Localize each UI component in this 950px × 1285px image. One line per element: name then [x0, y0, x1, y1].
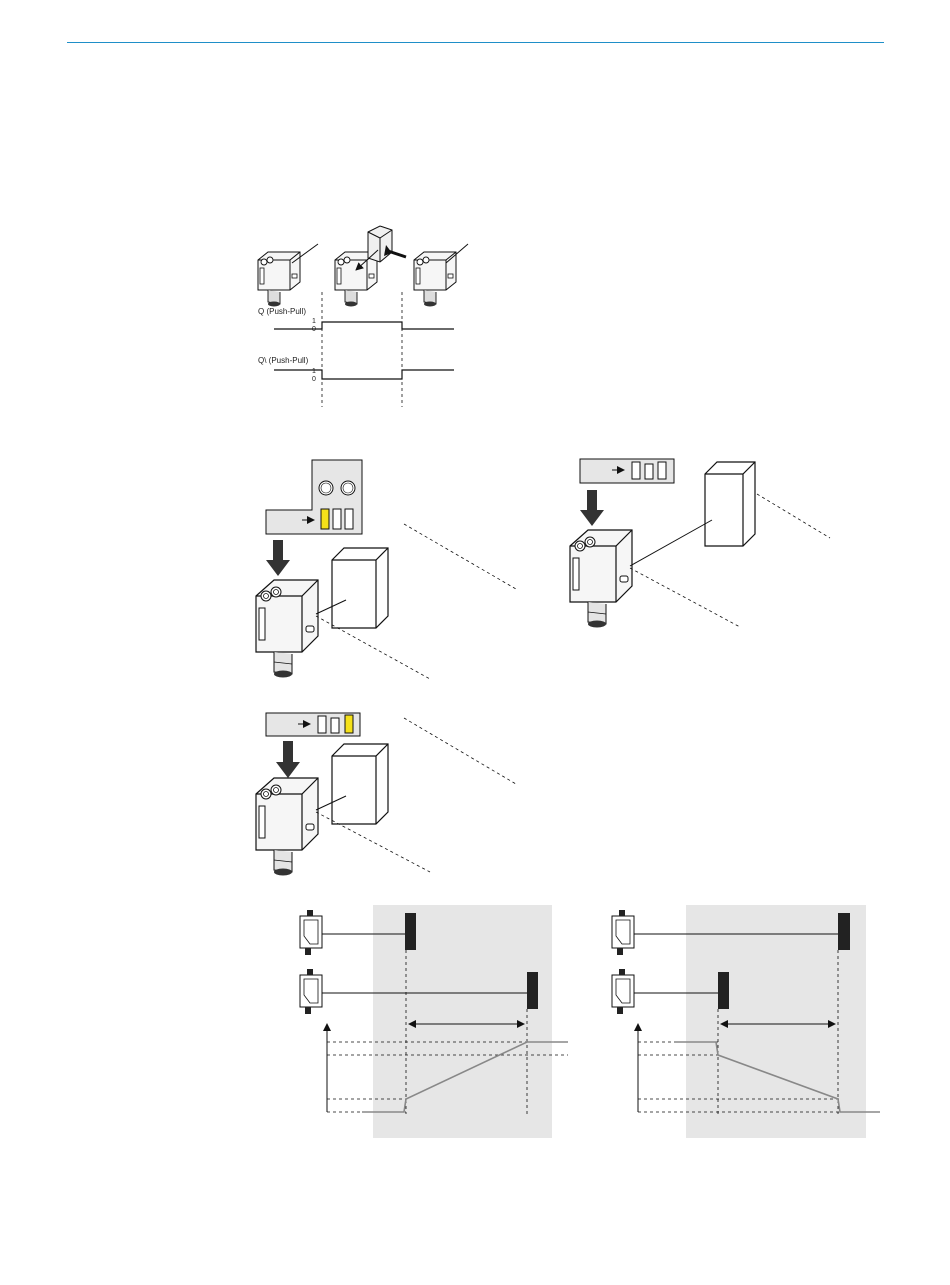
led-panel-bottom [266, 713, 360, 736]
sensor-teach-left [256, 580, 318, 678]
q-inverted-waveform [274, 370, 454, 379]
target-block-right [705, 462, 755, 546]
press-arrow-icon-2 [580, 490, 604, 526]
led-bar-3-active [345, 715, 353, 733]
target-block-left [332, 548, 388, 628]
q-signal-label: Q (Push-Pull) [258, 307, 306, 316]
sensor-profile-right-1 [612, 910, 634, 955]
sensor-blocked [335, 226, 406, 307]
sensor-clear-2 [414, 244, 468, 307]
sensor-profile-right-2 [612, 969, 634, 1014]
sensor-teach-right [570, 530, 632, 628]
target-far-left [527, 972, 538, 1009]
target-block-bottom [332, 744, 388, 824]
led-bar-1-active [321, 509, 329, 529]
led-panel-left [266, 460, 362, 534]
sensor-profile-left-1 [300, 910, 322, 955]
target-near-left [405, 913, 416, 950]
led-panel-right [580, 459, 674, 483]
q-level-high: 1 [312, 318, 316, 325]
q-inverted-level-low: 0 [312, 376, 316, 383]
zone-line-right-upper [757, 494, 830, 538]
zone-line-bottom-upper [404, 718, 516, 784]
beam-right [630, 520, 712, 566]
q-inverted-signal-label: Q\ (Push-Pull) [258, 356, 309, 365]
sensor-profile-left-2 [300, 969, 322, 1014]
q-waveform [274, 322, 454, 329]
zone-line-right-lower [630, 568, 740, 627]
q-inverted-level-high: 1 [312, 368, 316, 375]
target-near-right [718, 972, 729, 1009]
zone-line-left-upper [404, 524, 516, 589]
range-panel-left [373, 905, 552, 1138]
sensor-teach-bottom [256, 778, 318, 876]
sensor-clear-1 [258, 244, 318, 307]
press-arrow-icon-3 [276, 741, 300, 778]
press-arrow-icon-1 [266, 540, 290, 576]
target-far-right [838, 913, 850, 950]
